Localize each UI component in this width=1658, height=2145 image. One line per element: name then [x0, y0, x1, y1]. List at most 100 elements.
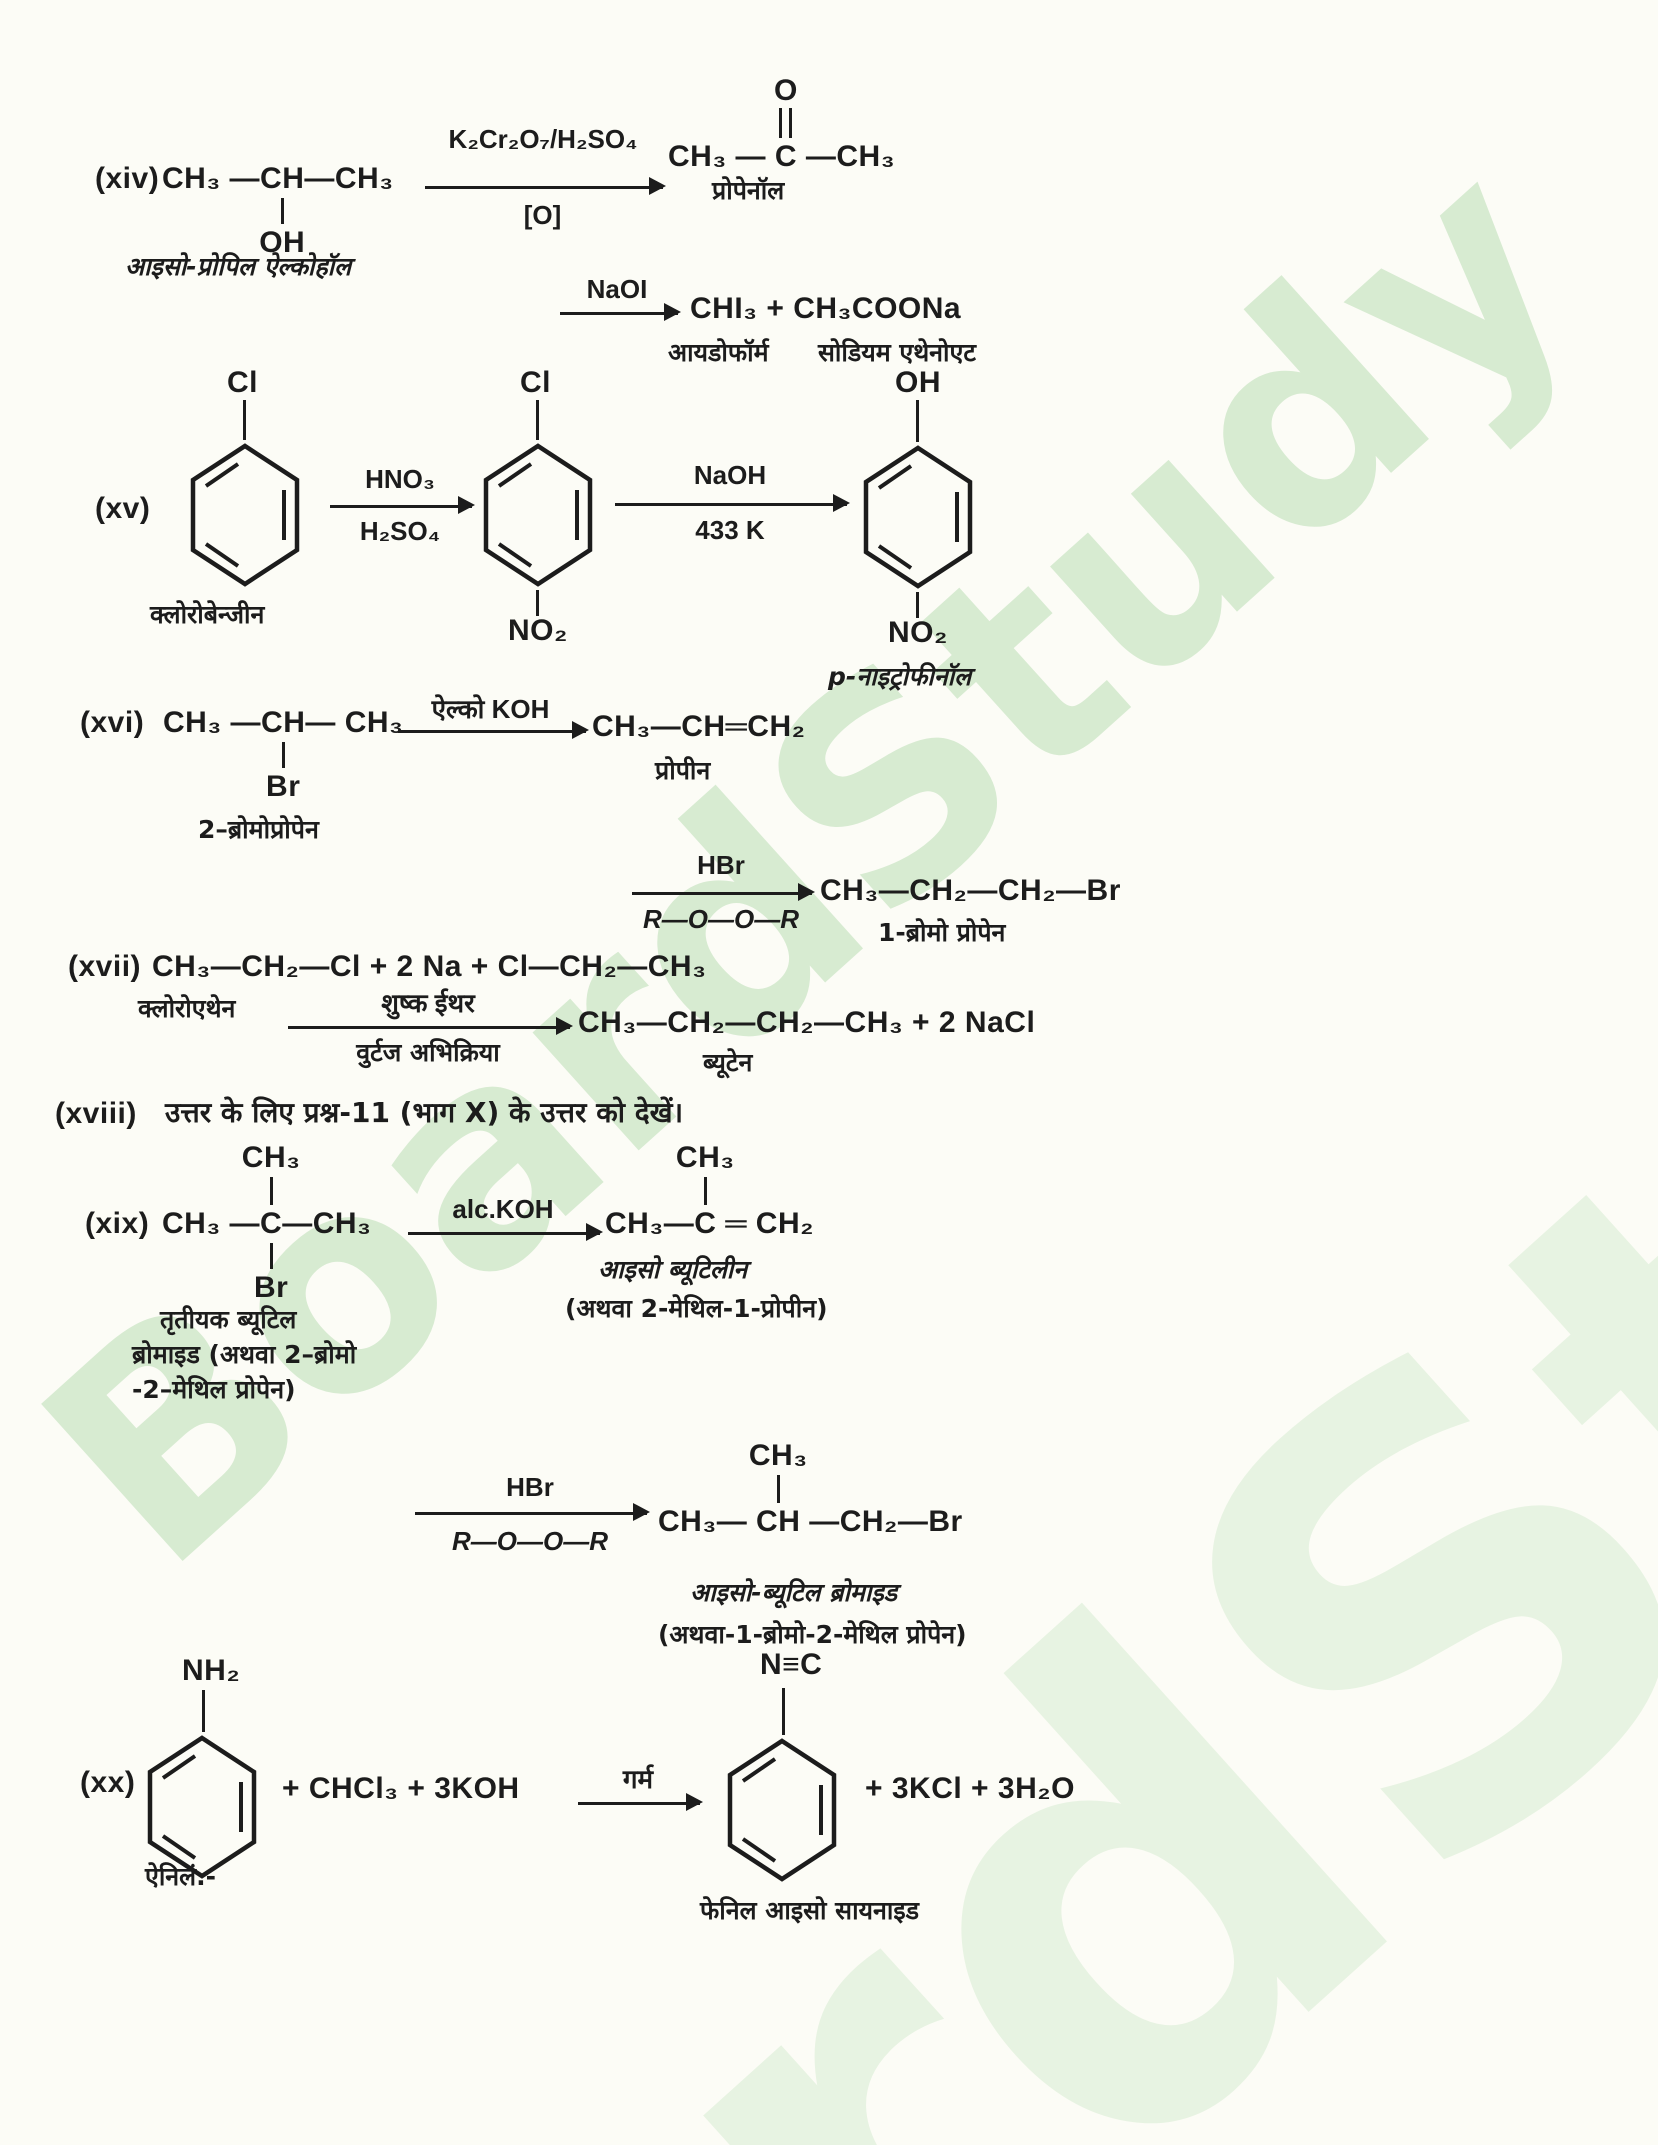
formula-segment: CH₃—: [605, 1207, 695, 1240]
reaction-xvi-number: (xvi): [80, 706, 145, 739]
reaction-arrow: [615, 494, 850, 512]
formula-segment: —CH₃: [282, 1207, 372, 1240]
benzene-ring: [147, 1735, 257, 1879]
double-bond: [788, 108, 792, 138]
single-bond: [280, 198, 284, 224]
formula-segment: CH₃—: [658, 1505, 757, 1538]
single-bond: [269, 1243, 273, 1269]
br-group: Br: [266, 770, 301, 803]
reaction-arrow: [398, 721, 589, 739]
formula-segment: ═ CH₂: [716, 1207, 814, 1240]
benzene-ring: [727, 1738, 837, 1882]
product-caption: ब्यूटेन: [703, 1048, 753, 1077]
reaction-arrow: [560, 303, 681, 321]
arrow-reagent-label: HBr: [697, 850, 745, 880]
reactant-caption: क्लोरोबेन्जीन: [150, 600, 265, 629]
arrow-condition-label: वुर्टज अभिक्रिया: [356, 1038, 500, 1067]
reaction-xix-number: (xix): [85, 1207, 150, 1240]
reaction-xvi-product: CH₃—CH═CH₂: [592, 710, 806, 743]
reactant-caption: क्लोरोएथेन: [138, 994, 236, 1023]
product-caption: आइसो ब्यूटिलीन: [598, 1255, 748, 1284]
single-bond: [243, 400, 246, 440]
product-caption: आयडोफॉर्म: [668, 338, 769, 367]
product-caption: सोडियम एथेनोएट: [818, 338, 976, 367]
methyl-group: CH₃: [748, 1439, 808, 1472]
quaternary-carbon: C CH₃ Br: [242, 1141, 300, 1304]
reactant-caption: -2–मेथिल प्रोपेन): [132, 1375, 296, 1404]
formula-segment: CH: [261, 706, 306, 739]
formula-segment: C: [260, 1207, 283, 1240]
single-bond: [536, 400, 539, 440]
oh-group: OH: [259, 226, 306, 259]
reaction-arrow: [415, 1503, 650, 1521]
double-bond: [778, 108, 782, 138]
arrow-condition-label: H₂SO₄: [359, 516, 441, 546]
benzene-ring: [190, 443, 300, 587]
br-group: Br: [253, 1271, 289, 1304]
reaction-arrow: [632, 883, 815, 901]
product-caption: प्रोपीन: [655, 756, 711, 785]
arrow-reagent-label: HBr: [506, 1472, 554, 1502]
benzene-ring: [863, 445, 973, 589]
reaction-xix-reactant: CH₃ —C CH₃ Br —CH₃: [162, 1141, 372, 1304]
reaction-xv-number: (xv): [95, 492, 151, 525]
formula-segment: CH₃ —: [163, 706, 262, 739]
single-bond: [269, 1177, 273, 1205]
arrow-condition-label: 433 K: [695, 515, 765, 545]
reaction-xvii-reactants: CH₃—CH₂—Cl + 2 Na + Cl—CH₂—CH₃: [152, 950, 707, 983]
reaction-xviii-number: (xviii): [55, 1097, 137, 1130]
formula-segment: CH₃ —: [162, 1207, 261, 1240]
reaction-xx-products: + 3KCl + 3H₂O: [865, 1772, 1075, 1805]
product-caption: प्रोपेनॉल: [712, 176, 785, 205]
peroxide-label: R—O—O—R: [452, 1526, 608, 1556]
arrow-condition-label: गर्म: [622, 1764, 654, 1794]
single-bond: [916, 400, 919, 442]
no2-substituent: NO₂: [508, 614, 568, 647]
formula-segment: C: [694, 1207, 717, 1240]
product-caption: (अथवा 2-मेथिल-1-प्रोपीन): [565, 1294, 828, 1323]
product-caption: 1-ब्रोमो प्रोपेन: [878, 918, 1006, 947]
arrow-reagent-label: alc.KOH: [452, 1194, 554, 1224]
cl-substituent: Cl: [227, 366, 258, 399]
cl-substituent: Cl: [520, 366, 551, 399]
single-bond: [202, 1690, 205, 1732]
arrow-reagent-label: ऐल्को KOH: [431, 694, 550, 724]
formula-segment: CH: [260, 162, 305, 195]
reactant-caption: 2–ब्रोमोप्रोपेन: [198, 815, 319, 844]
carbon-atom: CH OH: [259, 162, 305, 259]
oxygen-atom: O: [774, 74, 798, 107]
peroxide-label: R—O—O—R: [643, 904, 799, 934]
formula-segment: —CH₃: [304, 162, 394, 195]
reaction-xvii-number: (xvii): [68, 950, 142, 983]
arrow-reagent-label: शुष्क ईथर: [381, 988, 475, 1018]
product-caption: फेनिल आइसो सायनाइड: [700, 1896, 920, 1925]
reactant-caption: आइसो-प्रोपिल ऐल्कोहॉल: [125, 252, 352, 281]
single-bond: [776, 1475, 780, 1503]
arrow-reagent-label: K₂Cr₂O₇/H₂SO₄: [448, 124, 638, 154]
arrow-condition-label: [O]: [523, 200, 562, 230]
product-caption: p-नाइट्रोफीनॉल: [828, 662, 972, 691]
formula-segment: CH: [756, 1505, 801, 1538]
formula-segment: CH₃ —: [668, 140, 775, 173]
single-bond: [536, 590, 539, 616]
reaction-xx-reagents: + CHCl₃ + 3KOH: [282, 1772, 520, 1805]
reaction-arrow: [425, 177, 666, 195]
arrow-reagent-label: NaOH: [693, 460, 767, 490]
carbon-atom: CH Br: [261, 706, 306, 803]
single-bond: [281, 742, 285, 768]
reaction-arrow: [578, 1793, 703, 1811]
reaction-xiv-number: (xiv): [95, 162, 160, 195]
reaction-xx-number: (xx): [80, 1766, 136, 1799]
reaction-arrow: [288, 1017, 573, 1035]
single-bond: [916, 592, 919, 618]
methyl-group: CH₃: [241, 1141, 301, 1174]
product-caption: (अथवा-1-ब्रोमो-2-मेथिल प्रोपेन): [658, 1620, 967, 1649]
benzene-ring: [483, 443, 593, 587]
